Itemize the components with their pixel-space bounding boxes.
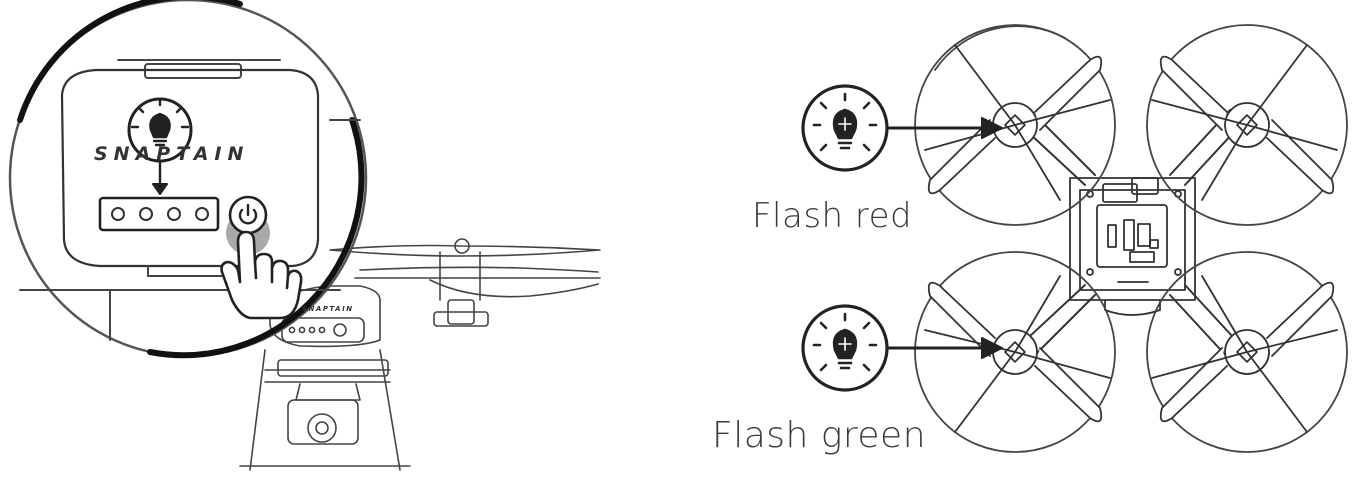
drone-top-view xyxy=(914,24,1348,453)
zoom-callout xyxy=(8,0,368,359)
rear-led-label: Flash green xyxy=(712,415,927,456)
front-led-label: Flash red xyxy=(752,196,913,236)
rear-led-callout xyxy=(801,304,1003,392)
brand-logo: SNAPTAIN xyxy=(94,143,250,165)
hand-pointer-icon xyxy=(220,230,303,320)
power-icon xyxy=(238,203,258,225)
front-led-callout xyxy=(801,84,1003,172)
power-icon xyxy=(333,323,347,337)
brand-logo-small: SNAPTAIN xyxy=(302,305,354,313)
